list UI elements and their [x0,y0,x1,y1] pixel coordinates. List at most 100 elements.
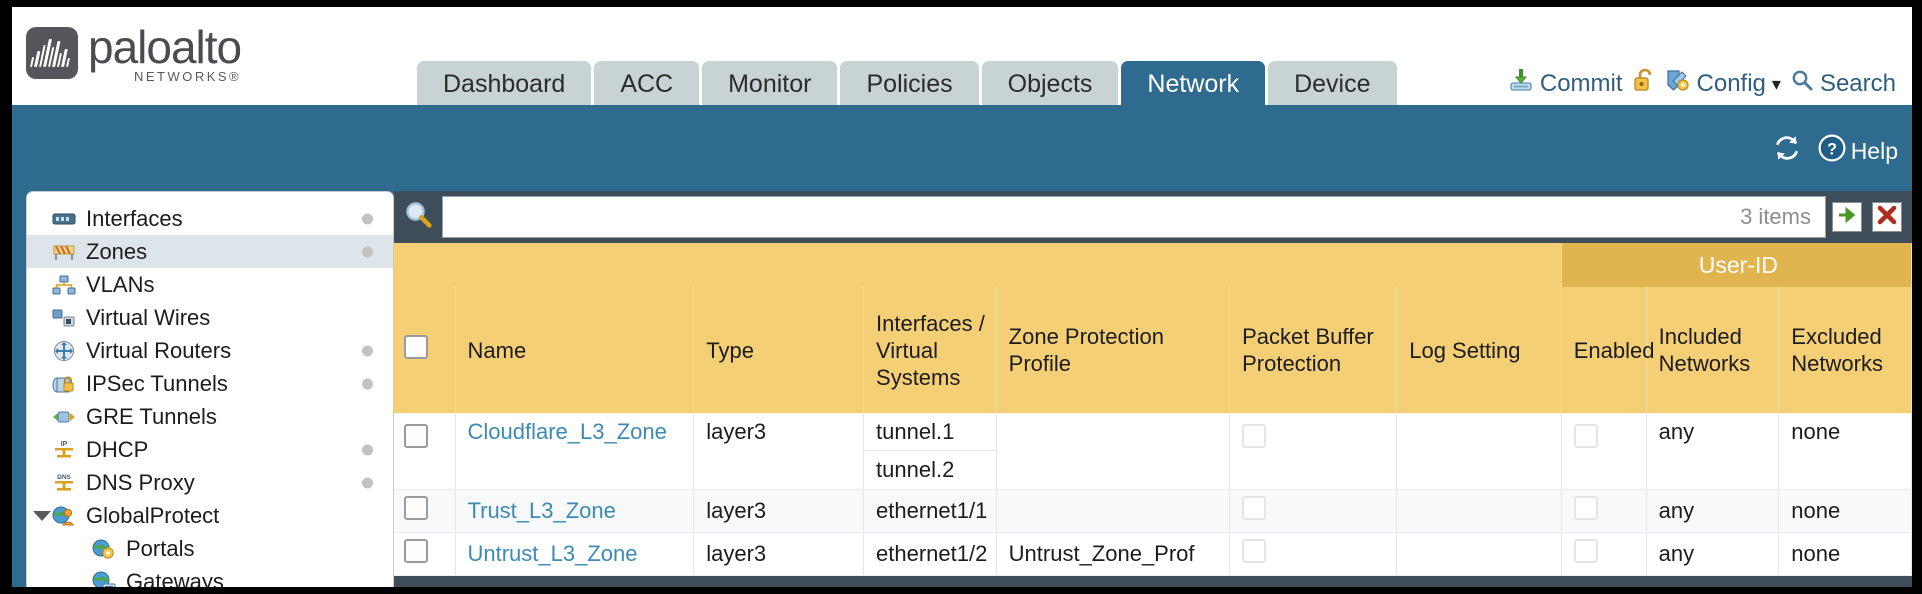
cell-interfaces: ethernet1/1 [863,489,997,533]
status-dot [362,378,373,389]
refresh-icon[interactable] [1772,133,1802,169]
commit-label: Commit [1539,69,1623,97]
band-actions: ? Help [1772,133,1898,169]
clear-filter-button[interactable] [1872,202,1902,232]
interfaces-icon [51,208,77,230]
zone-name-link[interactable]: Cloudflare_L3_Zone [467,419,667,444]
userid-enabled-checkbox[interactable] [1573,539,1598,563]
zones-table: User-ID Name Type Interfaces / Virtual S… [394,243,1912,576]
tab-monitor[interactable]: Monitor [702,61,838,109]
column-header-packet-buffer-protection[interactable]: Packet Buffer Protection [1229,287,1398,413]
sidebar-item-dns-proxy[interactable]: DNS DNS Proxy [27,466,393,499]
row-checkbox[interactable] [404,424,428,448]
help-label: Help [1850,137,1898,164]
cell-interfaces: ethernet1/2 [863,532,997,576]
cell-userid-enabled [1561,413,1647,490]
sidebar-item-label: Virtual Wires [86,304,211,330]
table-row[interactable]: Cloudflare_L3_Zone layer3 tunnel.1 tunne… [394,413,1912,490]
sidebar-item-interfaces[interactable]: Interfaces [27,202,393,235]
sidebar-item-dhcp[interactable]: IP DHCP [27,433,393,466]
cell-log-setting [1396,489,1562,533]
gateways-icon [91,571,117,587]
commit-button[interactable]: Commit [1508,67,1623,100]
lock-button[interactable] [1632,67,1656,100]
ipsec-tunnels-icon [51,373,77,395]
sidebar-item-label: Zones [86,238,148,264]
sidebar-item-zones[interactable]: Zones [27,235,393,268]
dns-proxy-icon: DNS [51,472,77,494]
packet-buffer-protection-checkbox[interactable] [1242,539,1267,563]
sidebar-item-vlans[interactable]: VLANs [27,268,393,301]
filter-bar: 3 items [394,191,1912,243]
tab-objects[interactable]: Objects [981,61,1119,109]
zones-icon [51,241,77,263]
vlans-icon [51,274,77,296]
apply-filter-button[interactable] [1832,202,1862,232]
tab-network[interactable]: Network [1121,61,1266,109]
dhcp-icon: IP [51,439,77,461]
cell-packet-buffer-protection [1229,413,1398,490]
top-toolbar: Commit [1508,67,1896,100]
zone-name-link[interactable]: Trust_L3_Zone [467,498,616,523]
table-group-header-row: User-ID [394,243,1912,287]
svg-text:?: ? [1827,140,1837,158]
table-row[interactable]: Untrust_L3_Zone layer3 ethernet1/2 Untru… [394,532,1912,576]
brand-name: paloalto [88,21,242,73]
tab-acc[interactable]: ACC [594,61,700,109]
table-row[interactable]: Trust_L3_Zone layer3 ethernet1/1 any non… [394,489,1912,533]
zone-name-link[interactable]: Untrust_L3_Zone [467,541,638,566]
item-count-label: 3 items [1740,204,1811,229]
sidebar-item-virtual-wires[interactable]: Virtual Wires [27,301,393,334]
userid-enabled-checkbox[interactable] [1573,424,1598,448]
sidebar-item-label: DNS Proxy [86,469,195,495]
column-header-type[interactable]: Type [693,287,865,413]
sidebar-item-label: VLANs [86,271,155,297]
sidebar-item-virtual-routers[interactable]: Virtual Routers [27,334,393,367]
row-checkbox[interactable] [404,539,428,563]
help-button[interactable]: ? Help [1818,134,1898,168]
cell-name: Untrust_L3_Zone [455,532,695,576]
column-header-zone-protection-profile[interactable]: Zone Protection Profile [996,287,1231,413]
cell-zone-protection-profile: Untrust_Zone_Prof [996,532,1231,576]
cell-name: Trust_L3_Zone [455,489,695,533]
packet-buffer-protection-checkbox[interactable] [1242,496,1267,520]
chevron-down-icon[interactable]: ▾ [1771,73,1781,94]
column-header-included-networks[interactable]: Included Networks [1646,287,1780,413]
virtual-routers-icon [51,340,77,362]
userid-enabled-checkbox[interactable] [1573,496,1598,520]
sidebar-item-globalprotect[interactable]: GlobalProtect [27,499,393,532]
cell-interfaces: tunnel.1 tunnel.2 [863,413,997,490]
top-bar: paloalto NETWORKS® Dashboard ACC Monitor… [12,7,1912,109]
main-nav-tabs[interactable]: Dashboard ACC Monitor Policies Objects N… [417,61,1397,109]
tab-dashboard[interactable]: Dashboard [417,61,592,109]
sidebar-item-label: Interfaces [86,205,183,231]
network-sidebar: Interfaces Zones [26,191,394,587]
status-dot [362,444,373,455]
chevron-down-icon[interactable] [33,510,51,521]
select-all-checkbox[interactable] [404,335,428,359]
cell-userid-enabled [1561,489,1647,533]
sidebar-item-gre-tunnels[interactable]: GRE Tunnels [27,400,393,433]
cell-excluded-networks: none [1778,489,1912,533]
tab-device[interactable]: Device [1268,61,1397,109]
tab-policies[interactable]: Policies [840,61,979,109]
column-header-log-setting[interactable]: Log Setting [1396,287,1562,413]
cell-included-networks: any [1646,413,1780,490]
column-header-enabled[interactable]: Enabled [1561,287,1655,413]
column-header-excluded-networks[interactable]: Excluded Networks [1778,287,1912,413]
row-checkbox[interactable] [404,496,428,520]
sidebar-item-gateways[interactable]: Gateways [27,565,393,587]
sidebar-item-label: GlobalProtect [86,502,220,528]
filter-input[interactable]: 3 items [442,196,1826,238]
packet-buffer-protection-checkbox[interactable] [1242,424,1267,448]
config-menu[interactable]: Config ▾ [1665,67,1781,100]
unlock-icon [1632,67,1656,100]
column-header-name[interactable]: Name [455,287,695,413]
column-header-interfaces-virtual-systems[interactable]: Interfaces / Virtual Systems [863,287,997,413]
search-button[interactable]: Search [1790,68,1896,99]
magnifier-icon[interactable] [404,200,434,235]
sidebar-item-portals[interactable]: Portals [27,532,393,565]
row-select-cell [394,532,456,576]
help-question-icon: ? [1818,134,1846,168]
sidebar-item-ipsec-tunnels[interactable]: IPSec Tunnels [27,367,393,400]
